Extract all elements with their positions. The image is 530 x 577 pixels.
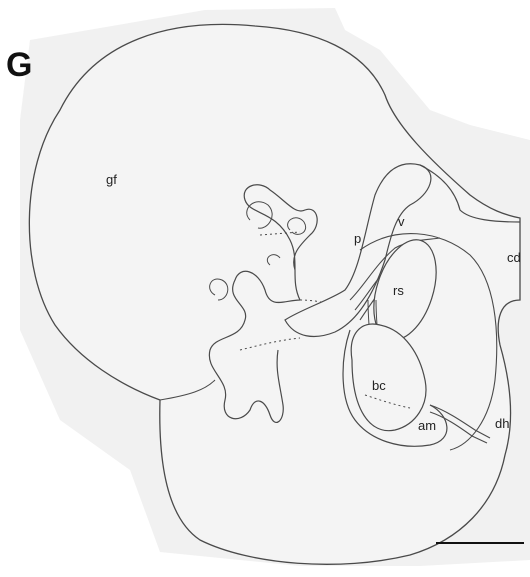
label-p: p xyxy=(354,231,361,246)
label-am: am xyxy=(418,418,436,433)
label-bc: bc xyxy=(372,378,386,393)
panel-label: G xyxy=(6,46,32,85)
gland-outline xyxy=(29,24,520,564)
label-rs: rs xyxy=(393,283,404,298)
label-gf: gf xyxy=(106,172,117,187)
label-cd: cd xyxy=(507,250,521,265)
label-v: v xyxy=(398,214,405,229)
label-dh: dh xyxy=(495,416,509,431)
